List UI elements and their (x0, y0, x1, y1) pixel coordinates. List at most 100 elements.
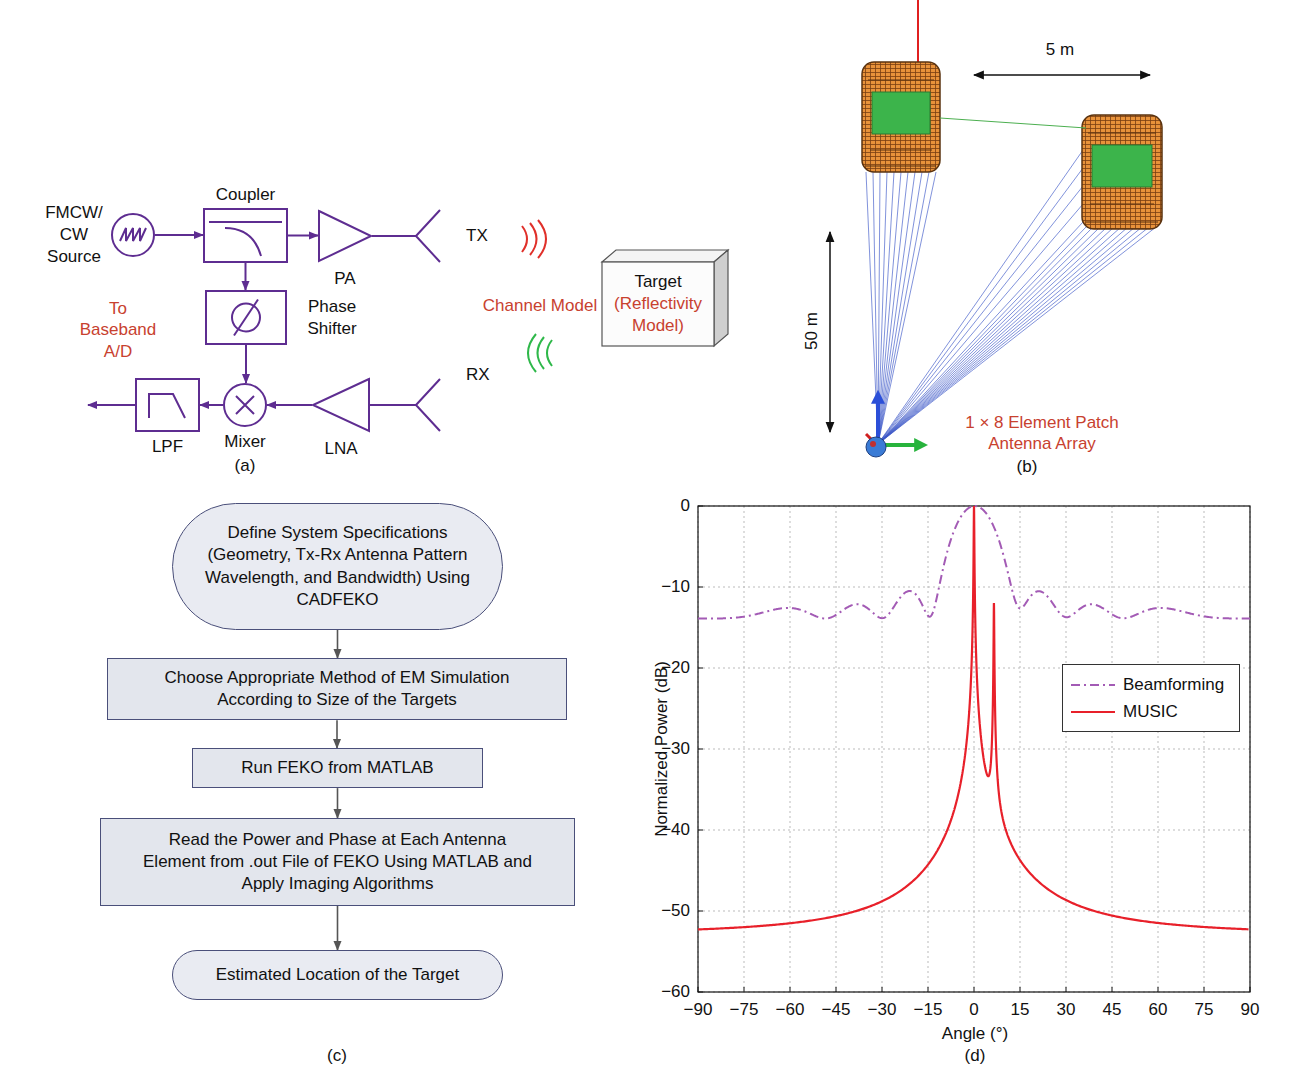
ray (878, 227, 1114, 444)
tick-label: −45 (822, 999, 851, 1020)
connector (200, 404, 223, 406)
tick-mark (698, 830, 703, 831)
tick-mark (882, 987, 883, 992)
outline (602, 250, 728, 262)
tick-label: 30 (1057, 999, 1076, 1020)
grid-line (1066, 506, 1067, 992)
connector (337, 788, 339, 818)
coupler-box: Coupler (203, 208, 288, 263)
dimension-arrow (974, 74, 1150, 76)
connector (337, 630, 339, 658)
signal-source: FMCW/ CW Source (111, 213, 155, 257)
ray (878, 227, 1100, 444)
tick-mark (698, 911, 703, 912)
symbol (392, 377, 440, 433)
symbol (392, 208, 440, 264)
node-label: Mixer (224, 431, 266, 453)
ray (878, 172, 915, 444)
legend-row: Beamforming (1071, 671, 1231, 698)
symbol (223, 383, 267, 427)
ray (878, 227, 1121, 444)
outline (714, 250, 728, 346)
tx-wave (522, 220, 546, 258)
phase-shifter-box: Phase Shifter (205, 290, 287, 345)
ray (878, 227, 1093, 444)
symbol (312, 378, 370, 432)
ray (878, 168, 1083, 444)
outline (149, 394, 185, 418)
panel-label: (a) (235, 455, 256, 476)
node-label: Estimated Location of the Target (216, 964, 460, 986)
symbol (203, 208, 288, 263)
tick-mark (744, 987, 745, 992)
connector (370, 404, 392, 406)
node-label: Read the Power and Phase at Each Antenna… (142, 829, 534, 895)
tick-label: −15 (914, 999, 943, 1020)
node-label: Target (634, 271, 681, 293)
node-label: RX (466, 364, 490, 386)
amplifier-triangle: PA (318, 210, 372, 262)
ray (878, 150, 1083, 444)
tick-mark (928, 987, 929, 992)
end-terminal: Estimated Location of the Target (172, 950, 503, 1000)
tick-mark (1112, 987, 1113, 992)
ray (878, 186, 1083, 444)
tick-label: −60 (661, 981, 690, 1002)
process-box: Read the Power and Phase at Each Antenna… (100, 818, 575, 906)
connector (288, 235, 318, 237)
outline (234, 300, 258, 336)
panel-label: (d) (965, 1045, 986, 1066)
legend-label: Beamforming (1123, 675, 1224, 695)
tick-mark (1020, 987, 1021, 992)
symbol (205, 290, 287, 345)
amplifier-triangle: LNA (312, 378, 370, 432)
tick-mark (974, 987, 975, 992)
tick-label: −10 (661, 576, 690, 597)
node-label: FMCW/ CW Source (41, 202, 107, 268)
separation-line (940, 118, 1086, 128)
grid-line (1112, 506, 1113, 992)
tick-label: 15 (1011, 999, 1030, 1020)
tick-mark (1066, 987, 1067, 992)
node-label: LPF (152, 436, 183, 458)
ray (878, 172, 880, 444)
ray (878, 227, 1086, 444)
grid-line (698, 749, 1250, 750)
tick-label: 60 (1149, 999, 1168, 1020)
tick-label: −90 (684, 999, 713, 1020)
dimension-label: 5 m (1046, 39, 1074, 60)
tick-mark (698, 587, 703, 588)
legend-row: MUSIC (1071, 698, 1231, 725)
signal-label: To Baseband A/D (76, 298, 160, 362)
tick-label: 0 (969, 999, 978, 1020)
callout-label: 1 × 8 Element Patch Antenna Array (952, 412, 1132, 455)
tick-mark (1204, 987, 1205, 992)
ray (873, 172, 878, 444)
grid-line (836, 506, 837, 992)
node-label: Define System Specifications (Geometry, … (192, 522, 484, 610)
grid-line (882, 506, 883, 992)
chart-grid (698, 506, 1250, 992)
node-label: Choose Appropriate Method of EM Simulati… (147, 667, 527, 711)
grid-line (698, 911, 1250, 912)
dimension-arrow (829, 232, 831, 432)
chart-curves (698, 506, 1250, 929)
ray (878, 172, 901, 444)
plot-frame (698, 506, 1250, 992)
tick-mark (698, 749, 703, 750)
symbol (318, 210, 372, 262)
tick-mark (790, 987, 791, 992)
legend-box: BeamformingMUSIC (1062, 664, 1240, 732)
tick-label: 45 (1103, 999, 1122, 1020)
antenna-symbol: TX (392, 208, 440, 264)
outline (313, 379, 369, 431)
outline (319, 211, 371, 261)
node-label: LNA (324, 438, 357, 460)
filter-box: LPF (135, 378, 200, 432)
ray (878, 227, 1128, 444)
sample-line (1071, 684, 1115, 686)
connector (372, 235, 392, 237)
sample-line (1071, 710, 1115, 712)
rx-wave (528, 334, 552, 372)
